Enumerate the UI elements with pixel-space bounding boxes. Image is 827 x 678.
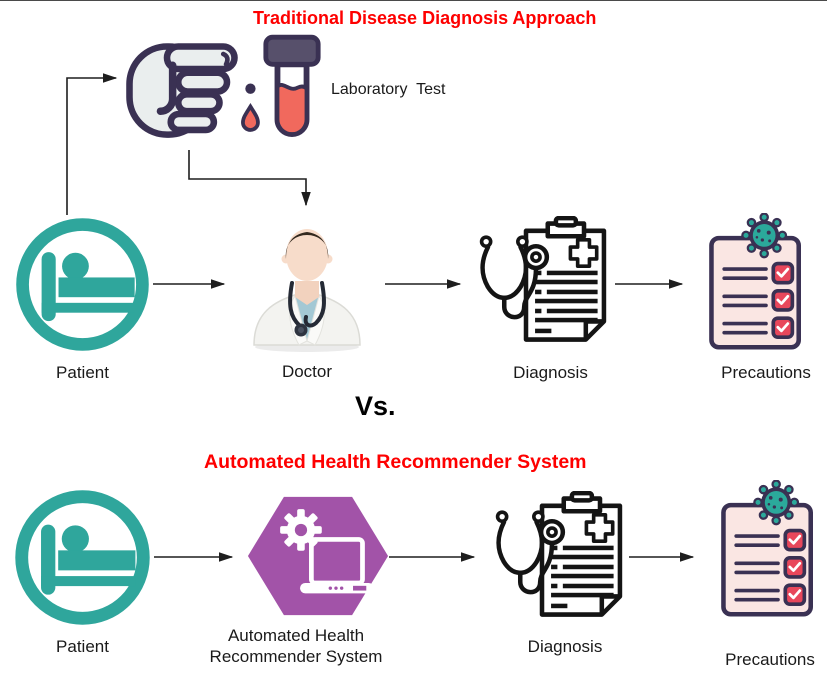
stethoscope-icon — [288, 281, 326, 328]
recommender-system-label-line1: Automated Health — [227, 626, 365, 645]
recommender-hexagon-icon — [247, 492, 389, 620]
diagnosis-label-bottom: Diagnosis — [527, 637, 603, 656]
doctor-icon — [242, 213, 372, 353]
patient-bed-icon — [12, 214, 153, 355]
laptop-icon — [300, 537, 374, 594]
virus-icon — [753, 480, 800, 526]
doctor-label: Doctor — [281, 362, 333, 381]
bottom-section-title: Automated Health Recommender System — [204, 451, 587, 473]
recommender-system-label: Automated Health Recommender System — [196, 625, 396, 667]
precautions-label-top: Precautions — [721, 363, 811, 382]
gear-icon — [280, 509, 322, 551]
patient-label-bottom: Patient — [56, 637, 109, 656]
patient-bed-icon — [11, 486, 154, 629]
precautions-checklist-icon — [706, 213, 806, 356]
virus-icon — [741, 213, 788, 259]
lab-test-label: Laboratory Test — [331, 81, 446, 98]
patient-label-top: Patient — [56, 363, 109, 382]
precautions-checklist-icon — [718, 480, 818, 623]
diagnosis-label-top: Diagnosis — [513, 363, 588, 382]
top-section-title: Traditional Disease Diagnosis Approach — [253, 8, 597, 28]
diagnosis-stethoscope-clipboard-icon — [484, 491, 629, 623]
checkbox-icon — [771, 261, 795, 340]
blood-dot — [245, 83, 256, 94]
precautions-label-bottom: Precautions — [725, 650, 815, 669]
checkbox-icon — [783, 528, 807, 607]
diagnosis-stethoscope-clipboard-icon — [468, 216, 613, 348]
recommender-system-label-line2: Recommender System — [209, 647, 383, 666]
vs-divider-label: Vs. — [355, 391, 396, 421]
test-tube-icon — [261, 34, 323, 146]
blood-drop-icon — [241, 102, 260, 132]
blood-test-finger-icon — [122, 35, 272, 148]
